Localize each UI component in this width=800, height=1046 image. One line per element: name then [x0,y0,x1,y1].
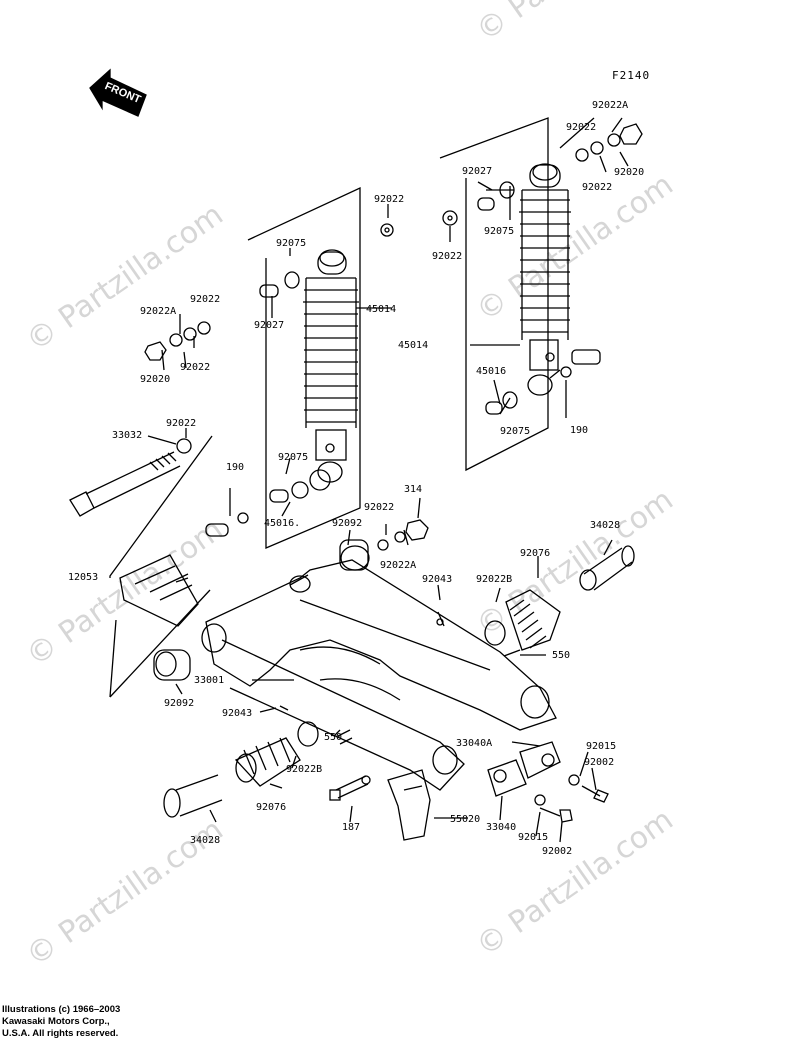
swing-arm [201,559,557,791]
diagram-code: F2140 [612,69,650,82]
part-label: 92022 [374,194,404,205]
part-label: 92076 [520,548,550,559]
part-label: 92075 [278,452,308,463]
part-label: 92075 [276,238,306,249]
part-label: 92015 [586,741,616,752]
part-label: 45016 [476,366,506,377]
part-label: 92027 [254,320,284,331]
part-label: 92022 [190,294,220,305]
copyright-line: U.S.A. All rights reserved. [2,1028,119,1039]
part-label: 34028 [190,835,220,846]
part-label: 92002 [584,757,614,768]
part-label: 92027 [462,166,492,177]
axle-left [163,774,223,818]
part-label: 92022 [582,182,612,193]
axle-right [579,545,635,591]
front-arrow-icon [89,68,147,117]
part-label: 92076 [256,802,286,813]
part-label: 92092 [332,518,362,529]
part-label: 187 [342,822,360,833]
part-label: 92075 [500,426,530,437]
part-label: 92020 [140,374,170,385]
part-label: 92043 [222,708,252,719]
spring-left [234,721,319,787]
part-label: 45016. [264,518,300,529]
shock-absorber-left [303,249,359,483]
part-label: 33032 [112,430,142,441]
part-label: 33001 [194,675,224,686]
copyright-line: Illustrations (c) 1966–2003 [2,1004,121,1015]
part-label: 92022 [432,251,462,262]
part-label: 92022 [566,122,596,133]
part-label: 92022 [180,362,210,373]
part-label: 33040 [486,822,516,833]
part-label: 12053 [68,572,98,583]
part-label: 314 [404,484,422,495]
shock-absorber-right [519,163,571,396]
part-label: 55020 [450,814,480,825]
part-label: 550 [324,732,342,743]
copyright-line: Kawasaki Motors Corp., [2,1016,110,1027]
part-label: 92092 [164,698,194,709]
part-label: 92002 [542,846,572,857]
part-label: 550 [552,650,570,661]
part-label: 34028 [590,520,620,531]
copyright-notice: Illustrations (c) 1966–2003 Kawasaki Mot… [2,1004,120,1040]
pivot-bolt [69,438,192,517]
part-label: 33040A [456,738,492,749]
part-label: 190 [570,425,588,436]
part-label: 190 [226,462,244,473]
part-label: 92022A [380,560,416,571]
chain-guide [119,554,199,627]
part-label: 92075 [484,226,514,237]
part-label: 92022B [476,574,512,585]
part-label: 92020 [614,167,644,178]
part-label: 92022A [592,100,628,111]
part-label: 92043 [422,574,452,585]
part-label: 92022A [140,306,176,317]
part-label: 92015 [518,832,548,843]
spring-right [484,589,561,651]
part-label: 45014 [366,304,396,315]
part-label: 45014 [398,340,428,351]
part-label: 92022 [364,502,394,513]
part-label: 92022 [166,418,196,429]
part-label: 92022B [286,764,322,775]
